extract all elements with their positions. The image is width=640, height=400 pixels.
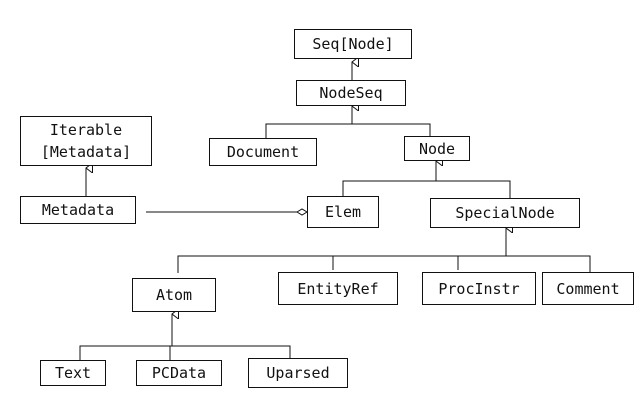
class-seq-node-label: Seq[Node] (312, 35, 394, 53)
class-procinstr-label: ProcInstr (438, 279, 520, 298)
class-iterable-label-line1: Iterable (49, 121, 123, 139)
class-document: Document (209, 138, 317, 166)
class-comment-label: Comment (556, 279, 620, 298)
class-pcdata: PCData (136, 360, 222, 386)
class-metadata: Metadata (20, 196, 136, 224)
class-text-label: Text (54, 364, 92, 382)
class-nodeseq: NodeSeq (296, 80, 406, 106)
class-node: Node (404, 136, 470, 161)
class-iterable-label-line2: [Metadata] (40, 143, 132, 161)
class-uparsed-label: Uparsed (266, 364, 330, 382)
class-nodeseq-label: NodeSeq (319, 84, 383, 102)
class-elem-label: Elem (324, 203, 362, 221)
class-specialnode-label: SpecialNode (455, 204, 555, 222)
class-text: Text (40, 360, 106, 386)
edge-elem-to-node (342, 180, 511, 198)
edge-atom-children (79, 345, 291, 360)
class-seq-node: Seq[Node] (294, 29, 412, 59)
class-entityref-label: EntityRef (297, 279, 379, 298)
class-pcdata-label: PCData (151, 364, 207, 382)
class-atom-label: Atom (155, 286, 193, 304)
edge-specialnode-children (177, 255, 591, 273)
class-comment: Comment (542, 272, 634, 305)
class-entityref: EntityRef (278, 272, 398, 305)
edge-document-to-nodeseq (265, 123, 431, 138)
class-iterable-metadata: Iterable [Metadata] (20, 116, 152, 166)
class-procinstr: ProcInstr (422, 272, 536, 305)
class-node-label: Node (418, 139, 456, 158)
aggregation-diamond (296, 208, 308, 216)
class-specialnode: SpecialNode (430, 198, 580, 228)
class-document-label: Document (226, 143, 300, 161)
class-metadata-label: Metadata (41, 201, 115, 219)
class-uparsed: Uparsed (248, 358, 348, 388)
class-atom: Atom (132, 278, 216, 312)
class-elem: Elem (307, 196, 379, 228)
